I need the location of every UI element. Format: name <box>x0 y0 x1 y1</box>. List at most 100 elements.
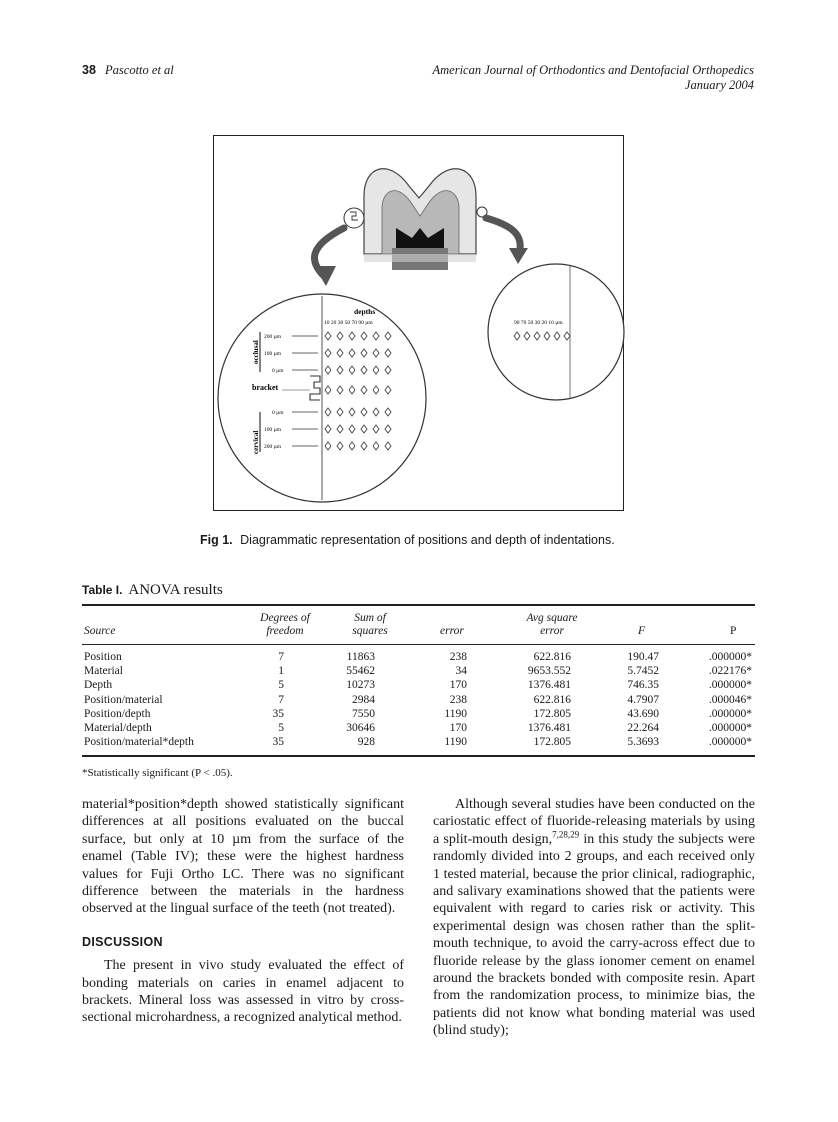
table-caption: ANOVA results <box>128 582 223 598</box>
table-label: Table I. <box>82 583 123 597</box>
table-cell-error: 238 <box>449 651 467 663</box>
section-heading-discussion: DISCUSSION <box>82 934 163 949</box>
indentation-mark <box>384 424 392 434</box>
table-cell-ss: 10273 <box>346 679 375 692</box>
table-cell-p: .000000* <box>708 721 752 734</box>
table-cell-ss: 2984 <box>352 693 375 706</box>
label-cervical: cervical <box>252 431 260 454</box>
page-number: 38 <box>82 63 96 77</box>
table-footnote: *Statistically significant (P < .05). <box>82 767 233 779</box>
indentation-mark <box>324 331 332 341</box>
figure-caption: Fig 1. Diagrammatic representation of po… <box>200 533 615 547</box>
table-cell-dof: 35 <box>272 736 285 749</box>
table-cell-p: .000000* <box>708 651 752 663</box>
table-cell-avg: 622.816 <box>533 693 571 706</box>
indentation-mark <box>372 365 380 375</box>
indentation-mark <box>324 441 332 451</box>
table-cell-avg: 622.816 <box>533 651 571 663</box>
indentation-mark <box>372 407 380 417</box>
indentation-mark <box>336 331 344 341</box>
table-cell-f: 5.3693 <box>627 736 659 749</box>
table-cell-source: Position/depth <box>84 707 151 720</box>
indentation-mark <box>360 385 368 395</box>
table-cell-ss: 11863 <box>346 651 375 663</box>
indentation-mark <box>513 331 521 341</box>
table-cell-avg: 1376.481 <box>527 721 571 734</box>
running-header-right: American Journal of Orthodontics and Den… <box>433 63 755 93</box>
header-dof-line1: Degrees of <box>260 612 310 624</box>
label-depth-scale-left: 10 20 30 50 70 90 µm <box>324 320 373 326</box>
table-cell-error: 170 <box>449 679 467 692</box>
indentation-mark <box>543 331 551 341</box>
indentation-mark <box>384 348 392 358</box>
label-depth-scale-right: 90 70 50 30 20 10 µm <box>514 320 563 326</box>
indentation-mark <box>384 407 392 417</box>
header-f: F <box>638 625 646 637</box>
indentation-mark <box>372 424 380 434</box>
figure-caption-label: Fig 1. <box>200 533 233 547</box>
indentation-mark <box>372 385 380 395</box>
label-pos-100-bottom: 100 µm <box>264 427 282 433</box>
paragraph-discussion-2-part-a: Although several studies have been condu… <box>433 797 755 847</box>
header-dof: Degrees of freedom <box>254 612 316 638</box>
indentation-mark <box>348 441 356 451</box>
header-dof-line2: freedom <box>266 625 304 637</box>
indentation-mark <box>360 348 368 358</box>
table-cell-avg: 1376.481 <box>527 679 571 692</box>
indentation-mark <box>384 441 392 451</box>
table-cell-source: Position/material*depth <box>84 736 194 749</box>
label-pos-100-top: 100 µm <box>264 351 282 357</box>
table-cell-error: 1190 <box>444 736 467 749</box>
header-error: error <box>440 625 464 637</box>
issue-date: January 2004 <box>684 78 754 92</box>
label-pos-200-top: 200 µm <box>264 334 282 340</box>
header-p: P <box>730 625 737 637</box>
table-cell-p: .000000* <box>708 679 752 692</box>
indentation-mark <box>324 348 332 358</box>
header-ss-line2: squares <box>352 625 388 637</box>
header-ss: Sum of squares <box>342 612 398 638</box>
table-cell-dof: 7 <box>278 693 284 706</box>
table-cell-ss: 928 <box>357 736 375 749</box>
magnify-circle-left <box>343 207 365 229</box>
indentation-mark <box>360 424 368 434</box>
table-cell-f: 746.35 <box>627 679 659 692</box>
table-bottom-rule <box>82 755 755 757</box>
table-cell-f: 43.690 <box>627 707 659 720</box>
table-cell-f: 4.7907 <box>627 693 659 706</box>
table-cell-dof: 7 <box>278 651 284 663</box>
table-cell-source: Position <box>84 651 122 663</box>
header-ss-line1: Sum of <box>354 612 386 624</box>
running-header-left: 38 Pascotto et al <box>82 63 174 78</box>
paragraph-results-continued: material*position*depth showed statistic… <box>82 797 404 917</box>
table-cell-error: 170 <box>449 721 467 734</box>
table-cell-p: .000046* <box>708 693 752 706</box>
table-top-rule <box>82 604 755 606</box>
indentation-diagram: depths 10 20 30 50 70 90 µm 90 70 50 30 … <box>217 168 625 503</box>
indentation-mark <box>348 385 356 395</box>
header-avg-square-error: Avg square error <box>517 612 587 638</box>
label-depths: depths <box>354 307 375 316</box>
table-cell-source: Material <box>84 665 123 678</box>
indentation-mark <box>533 331 541 341</box>
body-column-right: Although several studies have been condu… <box>433 796 755 1040</box>
indentation-grid-buccal <box>324 331 392 451</box>
indentation-mark <box>563 331 571 341</box>
label-bracket: bracket <box>252 383 279 392</box>
table-cell-error: 34 <box>455 665 468 678</box>
table-cell-ss: 7550 <box>352 707 375 720</box>
indentation-mark <box>348 424 356 434</box>
indentation-mark <box>553 331 561 341</box>
figure-1: depths 10 20 30 50 70 90 µm 90 70 50 30 … <box>213 135 625 511</box>
table-header: Source Degrees of freedom Sum of squares… <box>82 612 755 642</box>
table-cell-dof: 5 <box>278 721 284 734</box>
table-cell-p: .022176* <box>708 665 752 678</box>
indentation-mark <box>384 365 392 375</box>
table-cell-error: 1190 <box>444 707 467 720</box>
tooth-illustration <box>363 168 477 270</box>
indentation-mark <box>336 365 344 375</box>
